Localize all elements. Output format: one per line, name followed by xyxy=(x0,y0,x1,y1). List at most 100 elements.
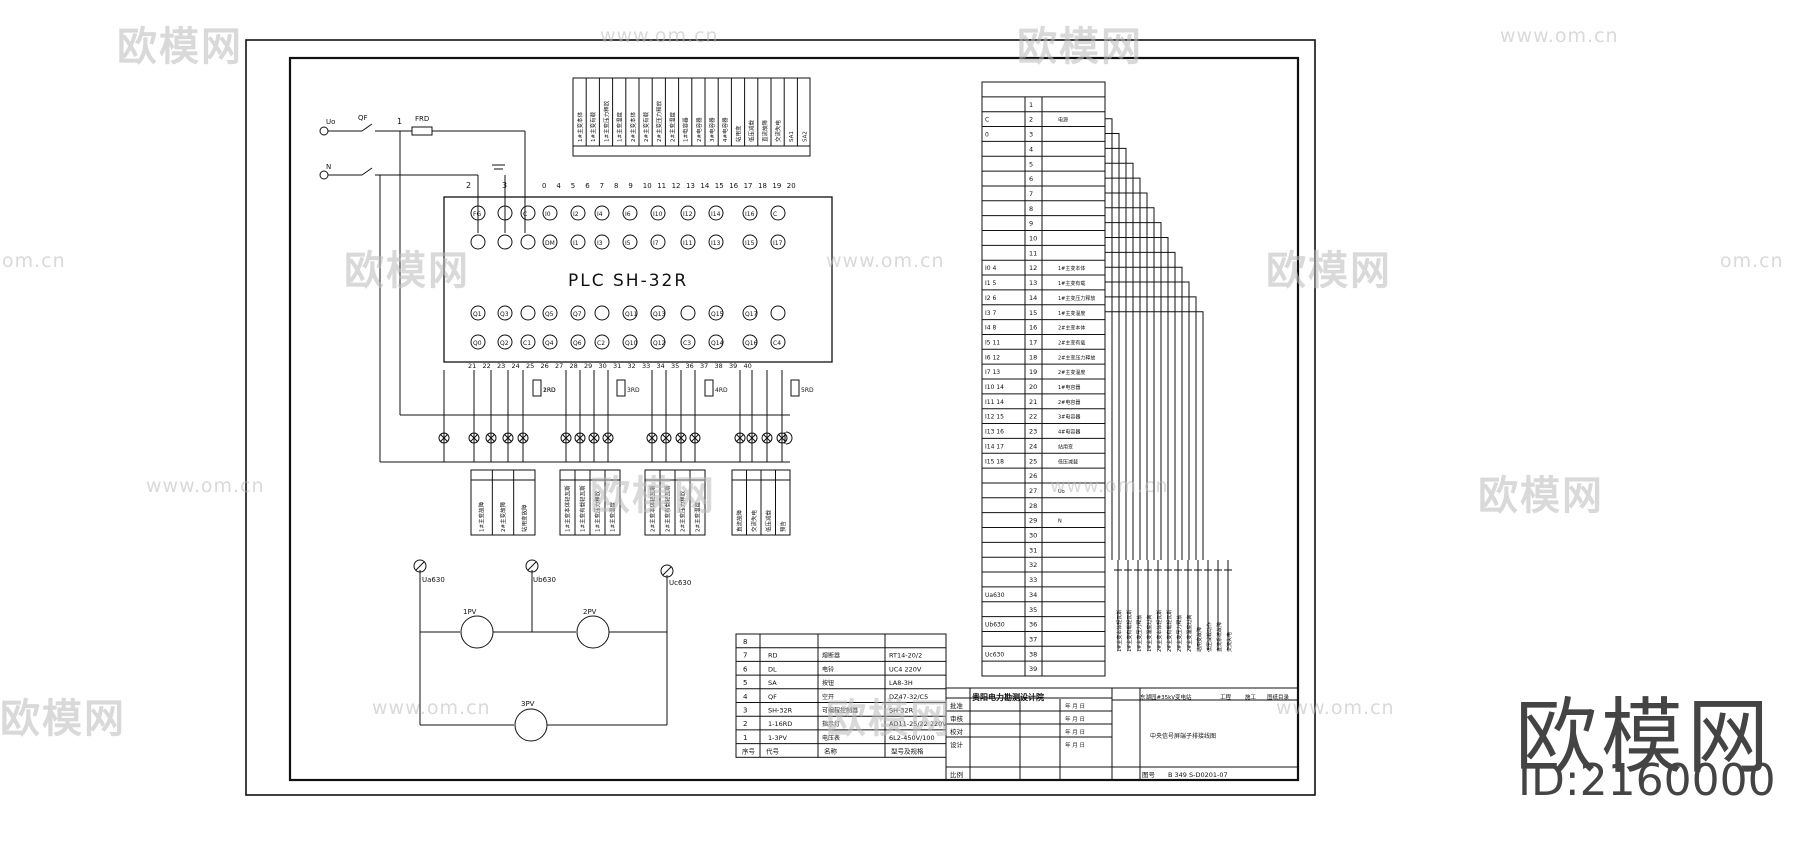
terminal-label: I11 xyxy=(683,240,693,247)
bom-no: 8 xyxy=(743,638,747,646)
tag-label: 1#主变温度 xyxy=(616,111,624,142)
strip-left: Uc630 xyxy=(985,651,1004,658)
fuse xyxy=(616,379,626,397)
title-role: 审核 xyxy=(950,714,964,723)
terminal-number: 24 xyxy=(512,362,520,370)
strip-left: Ub630 xyxy=(985,622,1005,629)
terminal-circle xyxy=(594,334,610,350)
strip-number: 3 xyxy=(1029,131,1033,139)
strip-label: 1#主变温度 xyxy=(1058,310,1085,317)
strip-label: 3#电容器 xyxy=(1058,414,1080,421)
strip-number: 12 xyxy=(1029,264,1037,272)
strip-number: 31 xyxy=(1029,546,1037,554)
strip-label: 低压减载 xyxy=(1058,458,1078,465)
lamp-symbol xyxy=(560,432,572,444)
strip-label: 2#电容器 xyxy=(1058,399,1080,406)
bom-no: 3 xyxy=(743,707,747,715)
strip-left: I3 7 xyxy=(985,310,996,317)
title-role: 校对 xyxy=(950,727,964,736)
lamp-cross xyxy=(590,434,598,442)
tag-label: 1#电容器 xyxy=(682,117,690,142)
terminal-label: C2 xyxy=(597,340,605,347)
terminal-circle xyxy=(622,205,638,221)
terminal-label: Q4 xyxy=(545,340,554,347)
terminal-circle xyxy=(770,334,786,350)
title-date: 年 月 日 xyxy=(1065,741,1085,749)
brand-id: ID:2160000 xyxy=(1518,755,1776,806)
lamp-cross xyxy=(576,434,584,442)
terminal-number: 35 xyxy=(671,362,679,370)
meter-label-uc: Uc630 xyxy=(669,579,691,587)
bom-code: RD xyxy=(768,652,778,660)
bom-name: 可编程控制器 xyxy=(822,707,858,715)
bom-name: 电铃 xyxy=(822,665,834,673)
terminal-circle xyxy=(650,234,666,250)
tag-label: 2#主变本体 xyxy=(629,111,637,142)
lamp-symbol xyxy=(646,432,658,444)
terminal-circle xyxy=(680,305,696,321)
terminal-number: 4 xyxy=(556,182,561,190)
lamp-symbol xyxy=(485,432,497,444)
fuse-label: 1RD xyxy=(543,387,556,394)
terminal-circle xyxy=(520,234,536,250)
bom-spec: RT14-20/2 xyxy=(889,652,922,660)
lamp-symbol xyxy=(689,432,701,444)
lamp-circle xyxy=(646,432,658,444)
strip-number: 9 xyxy=(1029,220,1033,228)
terminal-label: Q14 xyxy=(711,340,724,347)
strip-number: 37 xyxy=(1029,635,1037,643)
supply-qf: QF xyxy=(358,114,368,122)
title-block: 贵阳电力勘测设计院东湖园#35kV变电站工程施工图纸目录批准年 月 日审核年 月… xyxy=(945,687,1299,781)
strip-wire xyxy=(1105,311,1204,560)
brand-logo: 欧模网 xyxy=(1515,690,1774,785)
strip-number: 36 xyxy=(1029,621,1037,629)
strip-label: N xyxy=(1058,519,1062,525)
tag-label: 低压减载 xyxy=(748,119,756,142)
terminal-label: Q0 xyxy=(473,340,482,347)
terminal-number: 31 xyxy=(613,362,621,370)
title-drawing: 中央信号屏端子排接线图 xyxy=(1150,732,1216,740)
terminal-circle xyxy=(742,234,758,250)
terminal-label: I12 xyxy=(683,211,693,218)
lamp-symbol xyxy=(438,432,450,444)
terminal-number: 9 xyxy=(628,182,632,190)
tag-label: 4#电容器 xyxy=(721,117,729,142)
strip-left: I0 4 xyxy=(985,265,996,272)
strip-left: I6 12 xyxy=(985,354,1000,361)
strip-number: 30 xyxy=(1029,532,1037,540)
supply-circuit xyxy=(319,123,790,463)
terminal-number: 27 xyxy=(555,362,563,370)
strip-wire xyxy=(1105,266,1183,560)
terminal-label: Q3 xyxy=(500,311,509,318)
terminal-number: 16 xyxy=(729,182,738,190)
meter-label-ua: Ua630 xyxy=(422,576,445,584)
strip-label: 2#主变本体 xyxy=(1058,325,1085,332)
terminal-circle xyxy=(650,205,666,221)
strip-number: 6 xyxy=(1029,175,1033,183)
strip-bottom-label: 1#主变本体轻瓦斯 xyxy=(1116,610,1123,652)
terminal-label: I10 xyxy=(653,211,663,218)
terminal-label: Q15 xyxy=(711,311,724,318)
tag-label: 3#电容器 xyxy=(708,117,716,142)
fuse xyxy=(532,379,542,397)
lamp-symbol xyxy=(675,432,687,444)
tag-label: 2#主变温度 xyxy=(668,111,676,142)
title-project: 东湖园#35kV变电站 xyxy=(1140,693,1192,701)
lamp-symbol xyxy=(761,432,773,444)
terminal-circle xyxy=(594,205,610,221)
terminal-circle xyxy=(542,334,558,350)
lamp-cross xyxy=(736,434,744,442)
terminal-number: 32 xyxy=(628,362,636,370)
terminal-number: 14 xyxy=(700,182,709,190)
terminal-number: 13 xyxy=(686,182,695,190)
terminal-label: Q16 xyxy=(745,340,758,347)
fuse xyxy=(532,379,542,397)
lamp-cross xyxy=(662,434,670,442)
terminal-circle xyxy=(708,234,724,250)
strip-number: 29 xyxy=(1029,517,1037,525)
terminal-number: 19 xyxy=(772,182,781,190)
strip-number: 16 xyxy=(1029,324,1037,332)
lamp-circle xyxy=(468,432,480,444)
bom-spec: 6L2-450V/100 xyxy=(889,734,935,742)
strip-number: 33 xyxy=(1029,576,1037,584)
